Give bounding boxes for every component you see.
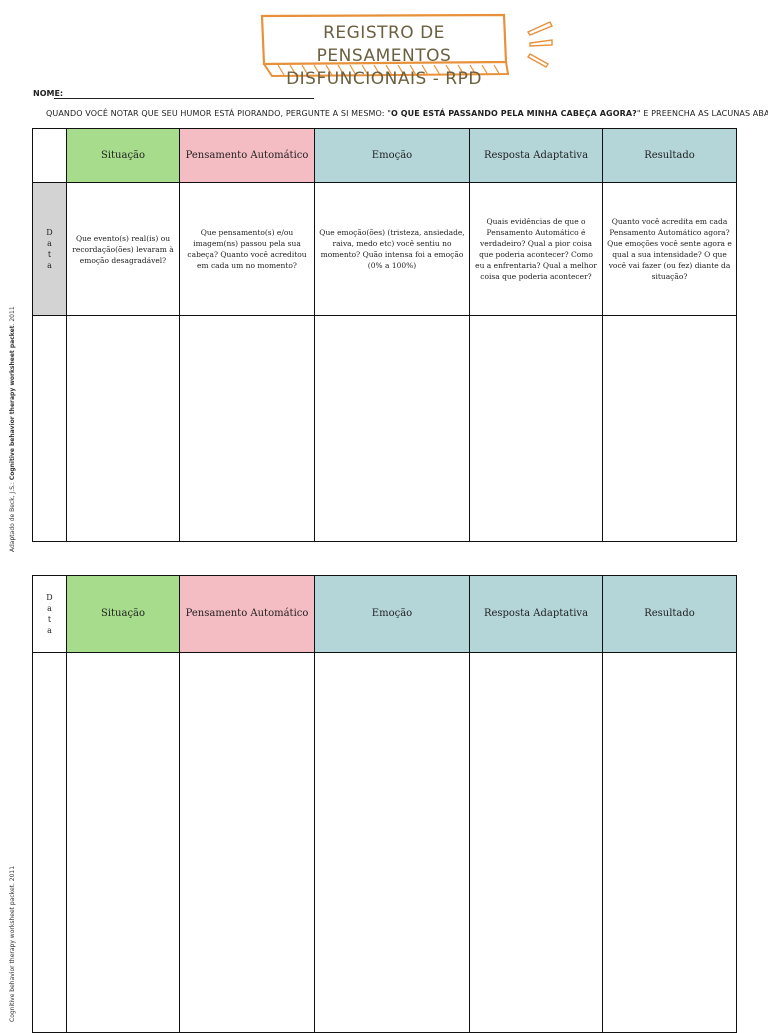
entry-cell-resultado-2[interactable] [602,652,737,1033]
entry-cell-pensamento[interactable] [179,315,315,542]
title-line-1: Registro de Pensamentos [316,23,452,66]
entry-cell-emocao[interactable] [314,315,470,542]
desc-resultado: Quanto você acredita em cada Pensamento … [602,182,737,316]
source-note: Adaptado de Beck, J.S.: Cognitive behavi… [9,306,16,552]
corner-cell [32,128,67,183]
page-title: Registro de Pensamentos Disfuncionais - … [258,22,510,91]
entry-cell-data[interactable] [32,315,67,542]
header-situacao: Situação [66,128,180,183]
desc-emocao: Que emoção(ões) (tristeza, ansiedade, ra… [314,182,470,316]
desc-resposta: Quais evidências de que o Pensamento Aut… [469,182,603,316]
header-situacao-2: Situação [66,575,180,653]
title-banner: Registro de Pensamentos Disfuncionais - … [258,12,510,89]
header-emocao-2: Emoção [314,575,470,653]
header-resposta: Resposta Adaptativa [469,128,603,183]
instruction-text: Quando você notar que seu humor está pio… [46,109,768,118]
entry-cell-pensamento-2[interactable] [179,652,315,1033]
entry-cell-data-2[interactable] [32,652,67,1033]
entry-cell-situacao-2[interactable] [66,652,180,1033]
entry-cell-situacao[interactable] [66,315,180,542]
header-resultado-2: Resultado [602,575,737,653]
entry-cell-emocao-2[interactable] [314,652,470,1033]
name-label: Nome: [33,89,64,98]
name-field[interactable] [54,98,314,99]
rpd-table-1: Situação Pensamento Automático Emoção Re… [32,128,737,542]
sparkle-icon [526,21,553,68]
banner-frame [260,13,510,78]
entry-cell-resultado[interactable] [602,315,737,542]
entry-cell-resposta-2[interactable] [469,652,603,1033]
desc-pensamento: Que pensamento(s) e/ou imagem(ns) passou… [179,182,315,316]
header-pensamento-2: Pensamento Automático [179,575,315,653]
entry-cell-resposta[interactable] [469,315,603,542]
source-note-2: Cognitive behavior therapy worksheet pac… [9,865,16,1022]
header-pensamento: Pensamento Automático [179,128,315,183]
header-emocao: Emoção [314,128,470,183]
header-resultado: Resultado [602,128,737,183]
header-resposta-2: Resposta Adaptativa [469,575,603,653]
desc-situacao: Que evento(s) real(is) ou recordação(ões… [66,182,180,316]
title-line-2: Disfuncionais - RPD [286,69,482,89]
